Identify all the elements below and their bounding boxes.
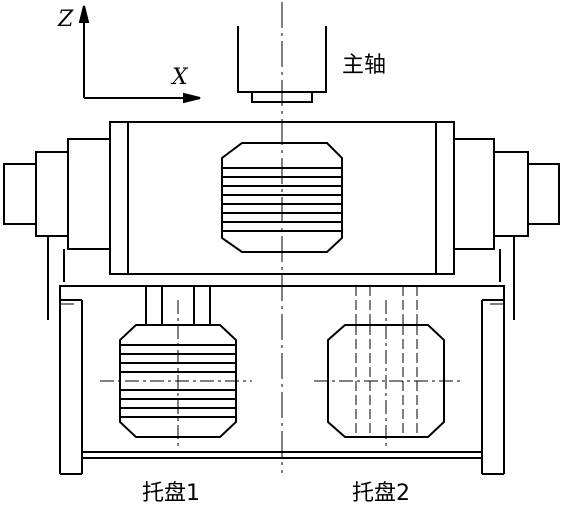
z-axis-label: Z	[57, 7, 74, 32]
left-shaft	[3, 138, 111, 320]
spindle-label: 主轴	[342, 53, 386, 78]
workpiece-top	[221, 142, 343, 253]
pallet2-workpiece	[314, 286, 460, 450]
pallet1-workpiece	[100, 285, 252, 450]
pallet2-label: 托盘2	[352, 481, 410, 505]
pallet1-label: 托盘1	[142, 481, 200, 505]
lower-frame	[59, 285, 505, 475]
right-shaft	[453, 138, 560, 320]
coordinate-axes	[78, 5, 201, 104]
x-axis-label: X	[170, 65, 189, 90]
